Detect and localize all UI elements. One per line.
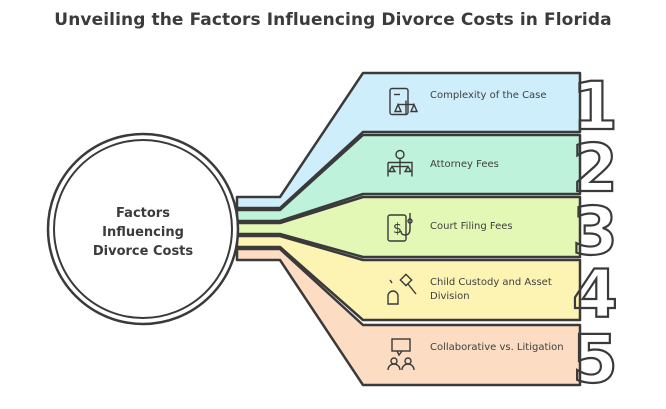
dollar-document-icon: $: [387, 213, 413, 242]
factor-band-1: [235, 71, 582, 210]
factor-number-4: 4: [572, 256, 618, 333]
factor-number-3: 3: [572, 193, 618, 270]
center-circle: [46, 132, 240, 326]
factor-label-4: Child Custody and Asset Division: [430, 277, 552, 302]
factor-number-2: 2: [572, 130, 618, 207]
factor-number-5: 5: [572, 321, 618, 398]
factor-band-5: [235, 247, 582, 387]
mediation-people-icon: [387, 338, 415, 371]
gavel-child-icon: [387, 273, 417, 305]
factor-label-5: Collaborative vs. Litigation: [430, 342, 564, 353]
factor-band-3: [235, 195, 582, 259]
svg-text:$: $: [393, 221, 402, 237]
factor-number-1: 1: [572, 68, 618, 145]
center-label: Factors Influencing Divorce Costs: [92, 206, 194, 259]
factor-band-2: [235, 133, 582, 223]
factor-label-3: Court Filing Fees: [430, 221, 513, 232]
factor-band-4: [235, 234, 582, 322]
factor-label-1: Complexity of the Case: [430, 89, 547, 101]
document-scales-icon: [389, 87, 419, 116]
page-title: Unveiling the Factors Influencing Divorc…: [54, 10, 612, 30]
factor-label-2: Attorney Fees: [430, 158, 499, 170]
lawyer-scales-icon: [387, 149, 413, 177]
